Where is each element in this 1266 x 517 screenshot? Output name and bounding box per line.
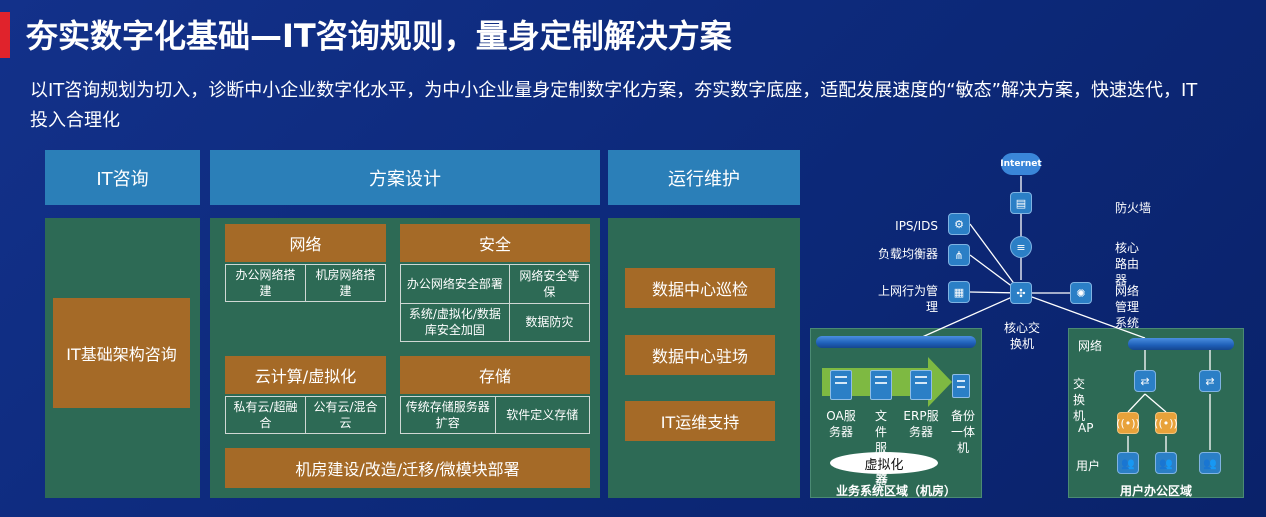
cloud-item-public: 公有云/混合云 — [305, 397, 385, 433]
security-item-office: 办公网络安全部署 — [406, 276, 503, 291]
it-consult-panel: IT基础架构咨询 — [45, 218, 200, 498]
core-router-label: 核心路由器 — [1115, 241, 1140, 287]
user-group-icon-3: 👥 — [1199, 452, 1221, 474]
cloud-item-private: 私有云/超融合 — [233, 400, 298, 430]
user-group-icon-1: 👥 — [1117, 452, 1139, 474]
load-balancer-icon: ⋔ — [948, 244, 970, 266]
storage-item-software: 软件定义存储 — [494, 397, 590, 433]
internet-cloud-icon: Internet — [1000, 153, 1042, 175]
storage-item-traditional: 传统存储服务器扩容 — [405, 400, 490, 430]
net-mgmt-icon: ✺ — [1070, 282, 1092, 304]
server-icon-oa — [830, 370, 852, 400]
server-icon-erp — [910, 370, 932, 400]
user-group-icon-2: 👥 — [1155, 452, 1177, 474]
server-label-erp: ERP服务器 — [903, 409, 939, 439]
core-switch-icon: ✣ — [1010, 282, 1032, 304]
design-panel: 网络 办公网络搭建 机房网络搭建 安全 办公网络安全部署 网络安全等保 系统/虚… — [210, 218, 600, 498]
core-router-icon: ≡ — [1010, 236, 1032, 258]
office-network-label: 网络 — [1078, 339, 1103, 353]
network-item-datacenter: 机房网络搭建 — [305, 265, 385, 301]
office-zone-bus — [1128, 338, 1234, 350]
office-switch-icon-1: ⇄ — [1134, 370, 1156, 392]
ips-ids-icon: ⚙ — [948, 213, 970, 235]
column-header-design: 方案设计 — [210, 150, 600, 205]
network-topology-diagram: Internet ▤ 防火墙 ⚙ IPS/IDS ≡ 核心路由器 ⋔ 负载均衡器… — [810, 150, 1260, 505]
cloud-box: 云计算/虚拟化 — [225, 356, 386, 394]
column-header-operations: 运行维护 — [608, 150, 800, 205]
virtualization-suffix: 器 — [875, 471, 888, 485]
net-mgmt-label: 网络管理系统 — [1115, 284, 1140, 330]
core-switch-label: 核心交换机 — [1003, 321, 1040, 351]
storage-box: 存储 — [400, 356, 590, 394]
firewall-icon: ▤ — [1010, 192, 1032, 214]
server-icon-file — [870, 370, 892, 400]
ops-item-inspection: 数据中心巡检 — [625, 268, 775, 308]
office-switch-label: 交换机 — [1072, 377, 1085, 423]
ap-label: AP — [1078, 421, 1094, 435]
column-header-it-consult: IT咨询 — [45, 150, 200, 205]
storage-sub-list: 传统存储服务器扩容 软件定义存储 — [400, 396, 590, 434]
backup-appliance-icon — [952, 374, 970, 398]
security-sub-list: 办公网络安全部署 网络安全等保 系统/虚拟化/数据库安全加固 数据防灾 — [400, 264, 590, 342]
network-box: 网络 — [225, 224, 386, 262]
access-point-icon-2: ((•)) — [1154, 412, 1178, 434]
office-zone-title: 用户办公区域 — [1119, 484, 1192, 498]
load-balancer-label: 负载均衡器 — [878, 247, 939, 261]
server-label-backup: 备份一体机 — [950, 409, 975, 455]
security-item-disaster: 数据防灾 — [508, 303, 589, 341]
security-item-level: 网络安全等保 — [508, 265, 589, 303]
users-label: 用户 — [1076, 459, 1101, 473]
security-item-hardening: 系统/虚拟化/数据库安全加固 — [408, 307, 501, 338]
network-sub-list: 办公网络搭建 机房网络搭建 — [225, 264, 386, 302]
office-switch-icon-2: ⇄ — [1199, 370, 1221, 392]
it-infra-consult-box: IT基础架构咨询 — [53, 298, 190, 408]
behavior-mgmt-label: 上网行为管理 — [877, 284, 938, 314]
page-subtitle: 以IT咨询规划为切入，诊断中小企业数字化水平，为中小企业量身定制数字化方案，夯实… — [30, 80, 1198, 131]
business-zone-title: 业务系统区域（机房） — [835, 484, 956, 498]
ops-item-onsite: 数据中心驻场 — [625, 335, 775, 375]
business-zone-bus — [816, 336, 976, 348]
datacenter-build-box: 机房建设/改造/迁移/微模块部署 — [225, 448, 590, 488]
access-point-icon-1: ((•)) — [1116, 412, 1140, 434]
firewall-label: 防火墙 — [1115, 201, 1152, 215]
network-item-office: 办公网络搭建 — [235, 268, 296, 298]
server-label-oa: OA服务器 — [826, 409, 856, 439]
security-box: 安全 — [400, 224, 590, 262]
virtualization-ellipse: 虚拟化 — [830, 452, 938, 474]
title-accent-bar — [0, 12, 10, 58]
page-title: 夯实数字化基础—IT咨询规则，量身定制解决方案 — [26, 17, 732, 55]
cloud-sub-list: 私有云/超融合 公有云/混合云 — [225, 396, 386, 434]
behavior-mgmt-icon: ▦ — [948, 281, 970, 303]
operations-panel: 数据中心巡检 数据中心驻场 IT运维支持 — [608, 218, 800, 498]
ips-ids-label: IPS/IDS — [895, 219, 938, 233]
ops-item-it-support: IT运维支持 — [625, 401, 775, 441]
